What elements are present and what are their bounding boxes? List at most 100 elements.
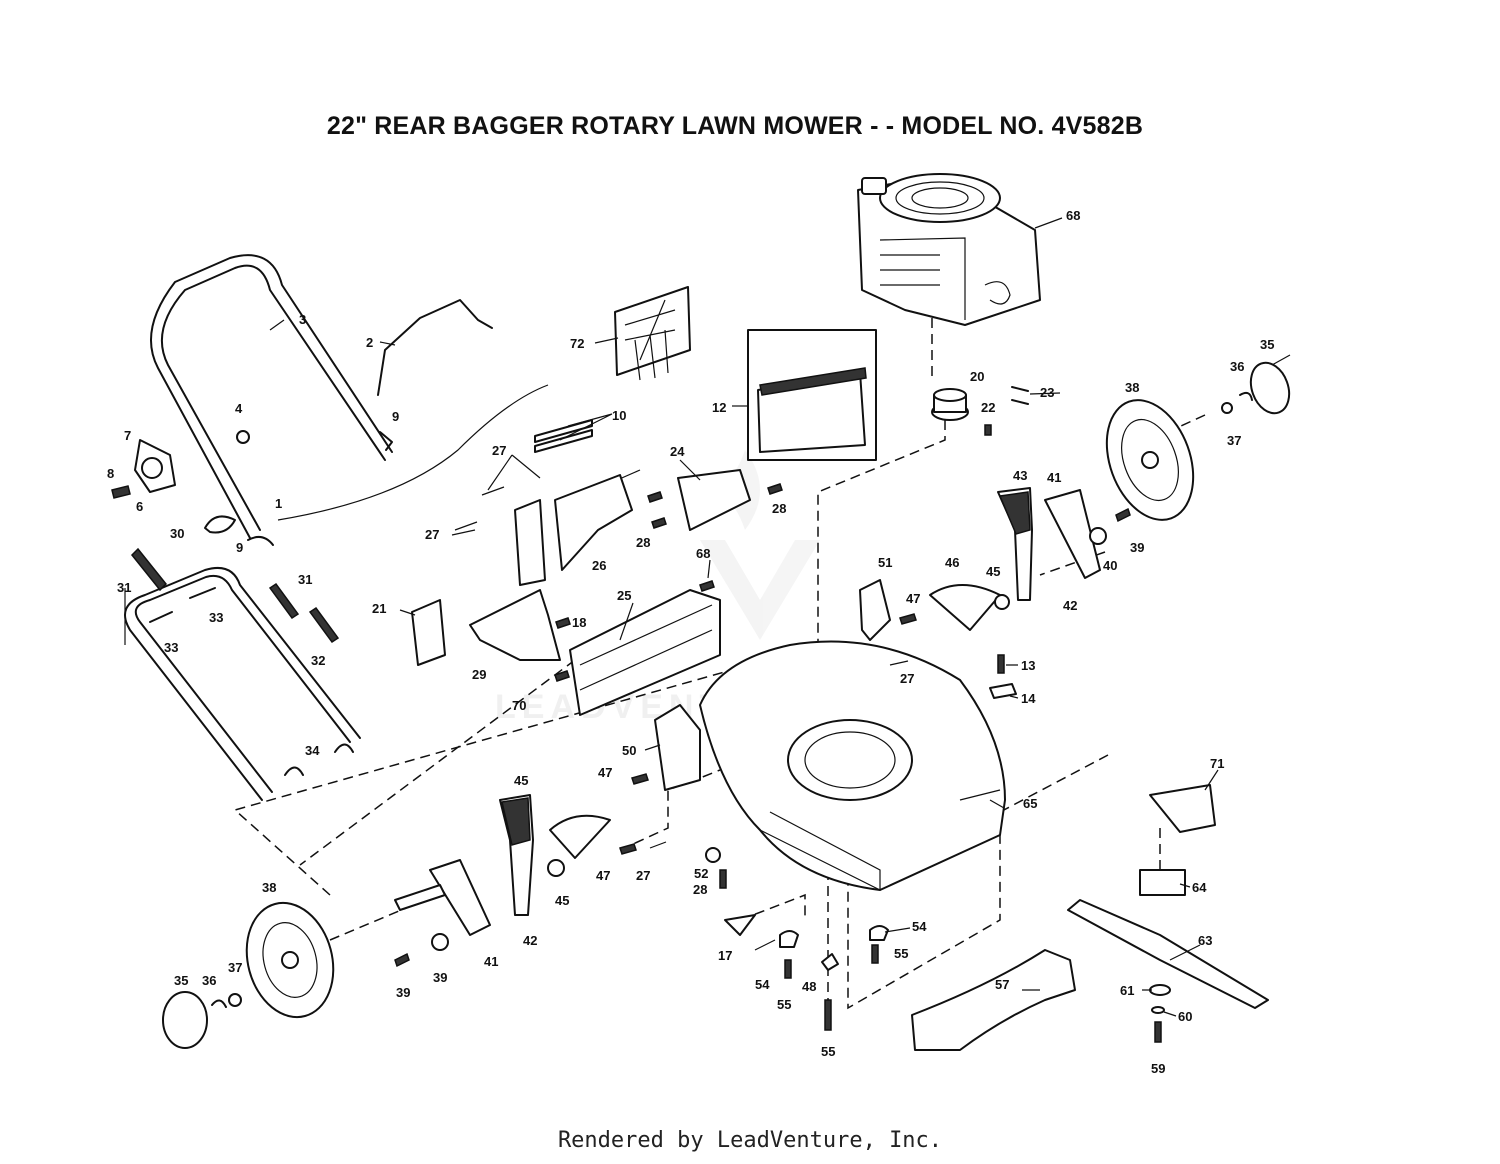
callout-27-bottom: 27 [636, 868, 650, 883]
bolt-8 [111, 485, 131, 499]
callout-14: 14 [1021, 691, 1036, 706]
callout-61: 61 [1120, 983, 1134, 998]
callout-43-left: 45 [514, 773, 528, 788]
callout-27-right: 27 [900, 671, 914, 686]
callout-18: 18 [572, 615, 586, 630]
callout-54-left: 54 [755, 977, 770, 992]
rear-wheel-38 [1105, 399, 1195, 521]
front-wheel-38 [245, 901, 335, 1019]
callout-32: 32 [311, 653, 325, 668]
footer-credit: Rendered by LeadVenture, Inc. [557, 1128, 943, 1153]
blade-assembly [911, 784, 1269, 1051]
callout-47-right: 47 [906, 591, 920, 606]
callout-71: 72 [570, 336, 584, 351]
callout-26: 26 [592, 558, 606, 573]
callout-22: 23 [1040, 385, 1054, 400]
callout-36-right: 36 [1230, 359, 1244, 374]
watermark-logo: LEADVENTURE [495, 450, 820, 726]
callout-17: 17 [718, 948, 732, 963]
callout-68-top: 68 [696, 546, 710, 561]
callout-9-lower: 9 [236, 540, 243, 555]
callout-4: 4 [235, 401, 243, 416]
callout-8: 8 [107, 466, 114, 481]
callout-43-right: 43 [1013, 468, 1027, 483]
callout-60: 60 [1178, 1009, 1192, 1024]
upper-handle-3 [150, 254, 393, 539]
callout-41-right: 41 [1047, 470, 1061, 485]
callout-27-top: 27 [492, 443, 506, 458]
callout-70: 71 [1210, 756, 1224, 771]
callout-24: 25 [617, 588, 631, 603]
grass-bag-12 [747, 329, 877, 461]
callout-40-left: 39 [433, 970, 447, 985]
rear-door-parts [411, 419, 783, 716]
height-adjusters [619, 579, 917, 855]
callout-34: 34 [305, 743, 320, 758]
callout-9: 9 [392, 409, 399, 424]
callout-labels: 3 2 4 9 7 8 6 1 30 9 31 31 33 33 32 34 7… [107, 208, 1274, 1076]
callout-35-right: 35 [1260, 337, 1274, 352]
lower-handle-32 [124, 547, 361, 801]
callout-29: 29 [472, 667, 486, 682]
callout-30: 30 [170, 526, 184, 541]
callout-3: 3 [299, 312, 306, 327]
callout-62: 63 [1198, 933, 1212, 948]
callout-42-left: 42 [523, 933, 537, 948]
clip-30 [204, 431, 393, 546]
callout-12: 12 [712, 400, 726, 415]
callout-33-right: 33 [209, 610, 223, 625]
leader-lines [269, 217, 1291, 1017]
callout-39-left: 39 [396, 985, 410, 1000]
callout-39-right: 39 [1130, 540, 1144, 555]
callout-23: 24 [670, 444, 685, 459]
wheel-levers [394, 487, 1107, 951]
callout-65: 68 [1066, 208, 1080, 223]
callout-28-right: 28 [772, 501, 786, 516]
callout-38-right: 38 [1125, 380, 1139, 395]
callout-63: 64 [1192, 880, 1207, 895]
callout-13: 13 [1021, 658, 1035, 673]
callout-57: 57 [995, 977, 1009, 992]
hubcaps-washers [162, 361, 1291, 1049]
callout-28-left: 28 [636, 535, 650, 550]
callout-6: 6 [136, 499, 143, 514]
callout-47-mid: 47 [598, 765, 612, 780]
callout-2: 2 [366, 335, 373, 350]
mower-deck-64 [699, 640, 1006, 891]
callout-51: 51 [878, 555, 892, 570]
handle-knob-7 [134, 439, 176, 493]
callout-52: 52 [694, 866, 708, 881]
callout-46: 46 [945, 555, 959, 570]
callout-21: 22 [981, 400, 995, 415]
callout-55-bottom: 55 [821, 1044, 835, 1059]
callout-48: 48 [802, 979, 816, 994]
callout-54-right: 54 [912, 919, 927, 934]
callout-64: 65 [1023, 796, 1037, 811]
callout-37-right: 37 [1227, 433, 1241, 448]
callout-28-bottom: 28 [693, 882, 707, 897]
callout-37-left: 37 [228, 960, 242, 975]
callout-50: 50 [622, 743, 636, 758]
callout-35-left: 35 [174, 973, 188, 988]
assembly-lines [124, 318, 1206, 1010]
callout-59: 59 [1151, 1061, 1165, 1076]
engine [857, 173, 1041, 326]
callout-47-left: 47 [596, 868, 610, 883]
callout-41-left: 41 [484, 954, 498, 969]
callout-38-left: 38 [262, 880, 276, 895]
callout-45-left: 45 [555, 893, 569, 908]
callout-33-left: 33 [164, 640, 178, 655]
callout-7: 7 [124, 428, 131, 443]
washer-4 [236, 430, 250, 444]
callout-31-left: 31 [117, 580, 131, 595]
page-title: 22" REAR BAGGER ROTARY LAWN MOWER - - MO… [326, 112, 1144, 140]
callout-36-left: 36 [202, 973, 216, 988]
callout-55-mid: 55 [777, 997, 791, 1012]
callout-10: 10 [612, 408, 626, 423]
callout-45-right: 45 [986, 564, 1000, 579]
misc-hardware [394, 486, 1131, 1031]
blade-adapter-20 [931, 386, 1029, 436]
callout-42-right: 42 [1063, 598, 1077, 613]
bag-frame-71 [614, 286, 691, 381]
